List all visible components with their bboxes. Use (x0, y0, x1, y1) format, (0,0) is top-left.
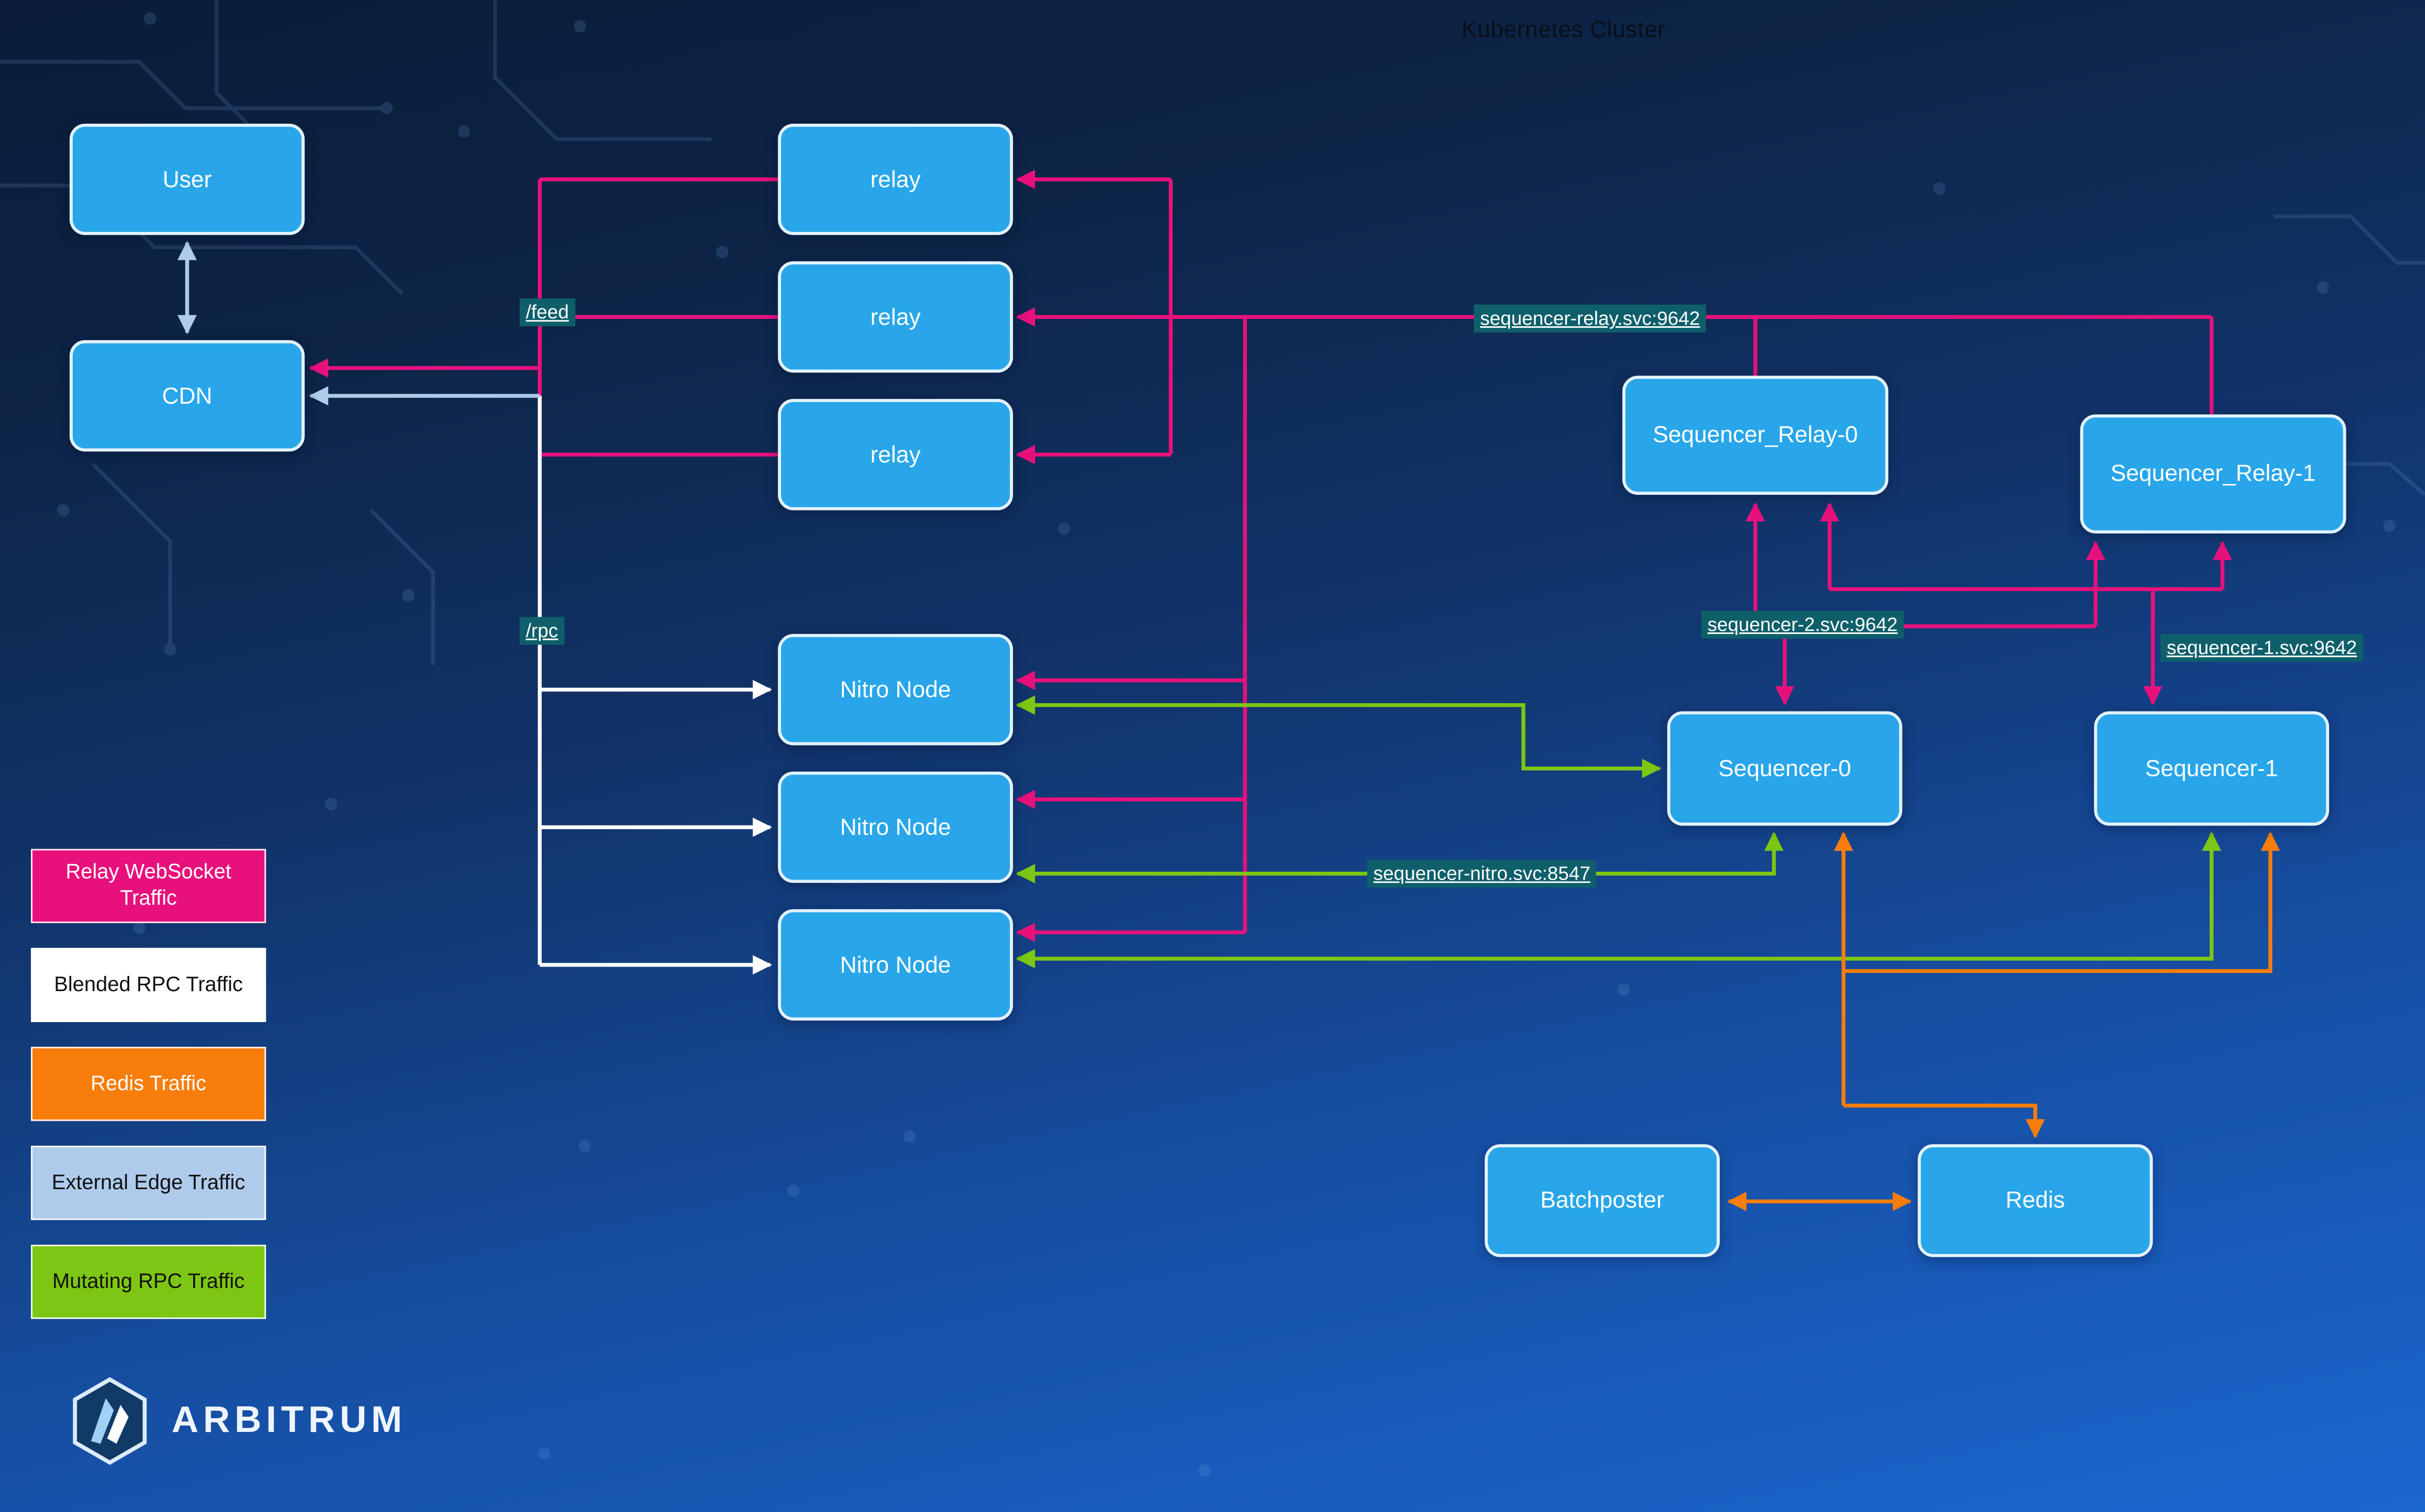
node-sequencer-0: Sequencer-0 (1667, 711, 1903, 826)
legend-mutating-rpc-traffic: Mutating RPC Traffic (30, 1245, 266, 1319)
external-edge-connectors (177, 241, 540, 406)
node-relay-1: relay (778, 123, 1013, 235)
mutating-rpc-connectors (1015, 695, 2222, 969)
label-sequencer-2-svc: sequencer-2.svc:9642 (1701, 610, 1904, 639)
blended-rpc-connectors (538, 396, 772, 975)
redis-traffic-connectors (1727, 831, 2281, 1211)
relay-websocket-connectors (309, 170, 2232, 942)
arbitrum-logo-icon (73, 1377, 147, 1465)
arbitrum-wordmark: ARBITRUM (172, 1399, 407, 1441)
arbitrum-logo: ARBITRUM (70, 1376, 407, 1466)
label-sequencer-nitro-svc: sequencer-nitro.svc:8547 (1367, 859, 1597, 888)
legend-external-edge-traffic: External Edge Traffic (30, 1145, 266, 1220)
legend-relay-websocket-traffic: Relay WebSocket Traffic (30, 849, 266, 923)
node-batchposter: Batchposter (1484, 1144, 1720, 1257)
node-nitro-node-3: Nitro Node (778, 909, 1013, 1021)
legend-blended-rpc-traffic: Blended RPC Traffic (30, 947, 266, 1022)
node-sequencer-relay-0: Sequencer_Relay-0 (1622, 375, 1889, 495)
node-relay-2: relay (778, 261, 1013, 373)
label-sequencer-relay-svc: sequencer-relay.svc:9642 (1473, 304, 1706, 333)
diagram-title: Kubernetes Cluster (1461, 17, 1666, 44)
node-nitro-node-2: Nitro Node (778, 771, 1013, 883)
node-redis: Redis (1917, 1144, 2153, 1257)
node-sequencer-relay-1: Sequencer_Relay-1 (2080, 414, 2346, 534)
label-sequencer-1-svc: sequencer-1.svc:9642 (2160, 634, 2364, 662)
legend-redis-traffic: Redis Traffic (30, 1047, 266, 1121)
label-feed-path: /feed (520, 298, 575, 327)
node-relay-3: relay (778, 399, 1013, 511)
node-sequencer-1: Sequencer-1 (2094, 711, 2329, 826)
label-rpc-path: /rpc (520, 617, 565, 645)
node-user: User (69, 123, 305, 235)
node-nitro-node-1: Nitro Node (778, 634, 1013, 745)
node-cdn: CDN (69, 340, 305, 452)
